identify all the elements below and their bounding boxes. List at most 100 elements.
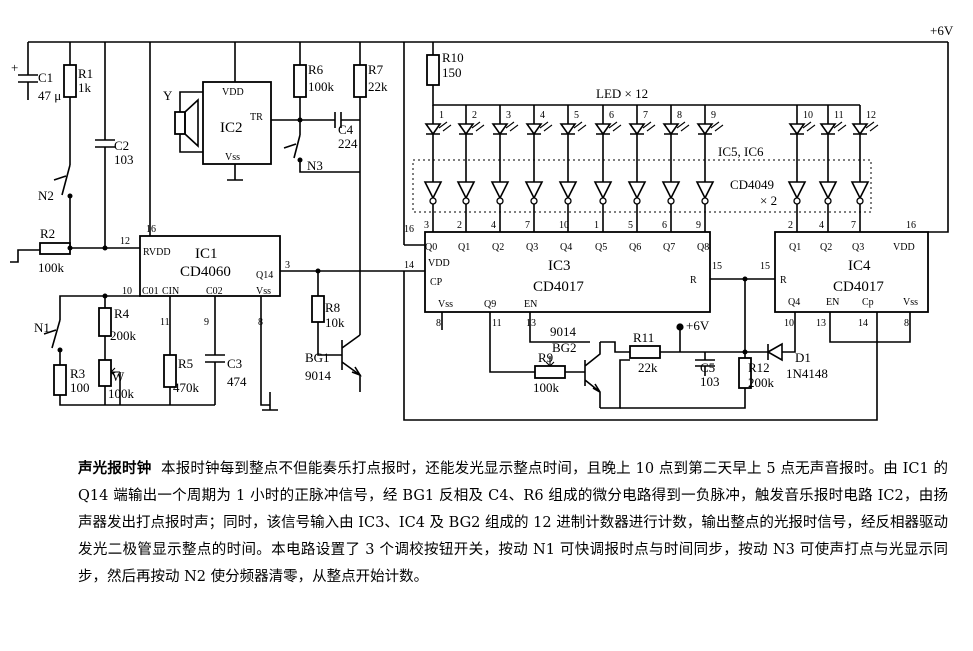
led-number: 12 — [866, 110, 876, 121]
svg-text:TR: TR — [250, 112, 263, 123]
c4-capacitor: C4 224 — [300, 112, 360, 151]
led-column: 6 — [593, 105, 622, 232]
svg-text:CIN: CIN — [162, 286, 179, 297]
output-label: Q8 — [697, 242, 709, 253]
r11-resistor: +6V R11 22k — [600, 318, 710, 375]
svg-text:100k: 100k — [308, 79, 335, 94]
svg-text:Y: Y — [163, 88, 173, 103]
output-pin: 3 — [424, 220, 429, 231]
svg-text:R2: R2 — [40, 226, 55, 241]
n3-switch: N3 — [283, 120, 360, 173]
svg-text:VDD: VDD — [222, 87, 244, 98]
svg-text:Q14: Q14 — [256, 270, 273, 281]
svg-text:Q9: Q9 — [484, 299, 496, 310]
led-number: 7 — [643, 110, 648, 121]
svg-text:N1: N1 — [34, 320, 50, 335]
svg-text:R3: R3 — [70, 366, 85, 381]
svg-text:C02: C02 — [206, 286, 223, 297]
c3-capacitor: C3 474 — [205, 296, 247, 405]
svg-text:C1: C1 — [38, 70, 53, 85]
output-pin: 1 — [594, 220, 599, 231]
svg-text:12: 12 — [120, 236, 130, 247]
svg-text:200k: 200k — [748, 375, 775, 390]
svg-text:16: 16 — [906, 220, 916, 231]
c5-capacitor: C5 103 — [695, 352, 720, 389]
svg-text:C5: C5 — [700, 360, 715, 375]
svg-text:47 μ: 47 μ — [38, 88, 61, 103]
led-column: 10 — [787, 105, 816, 232]
speaker-icon: Y — [163, 88, 203, 153]
output-pin: 2 — [788, 220, 793, 231]
svg-text:BG1: BG1 — [305, 350, 330, 365]
svg-text:R10: R10 — [442, 50, 464, 65]
r7-resistor: R7 22k — [353, 42, 388, 335]
output-pin: 7 — [525, 220, 530, 231]
circuit-schematic: +6V + C1 47 μ R1 1k C2 103 N2 R2 100k RV… — [10, 23, 954, 421]
supply-label: +6V — [930, 23, 954, 38]
svg-text:10: 10 — [784, 318, 794, 329]
svg-text:150: 150 — [442, 65, 462, 80]
description-body: 本报时钟每到整点不但能奏乐打点报时，还能发光显示整点时间，且晚上 10 点到第二… — [78, 461, 949, 585]
svg-text:R4: R4 — [114, 306, 130, 321]
svg-text:1k: 1k — [78, 80, 92, 95]
output-pin: 6 — [662, 220, 667, 231]
c1-capacitor: + C1 47 μ — [11, 42, 61, 103]
svg-text:22k: 22k — [368, 79, 388, 94]
output-pin: 7 — [851, 220, 856, 231]
svg-text:R8: R8 — [325, 300, 340, 315]
circuit-description: 声光报时钟 本报时钟每到整点不但能奏乐打点报时，还能发光显示整点时间，且晚上 1… — [78, 455, 948, 591]
svg-text:200k: 200k — [110, 328, 137, 343]
led-number: 5 — [574, 110, 579, 121]
svg-text:D1: D1 — [795, 350, 811, 365]
svg-text:16: 16 — [146, 224, 156, 235]
svg-text:224: 224 — [338, 136, 358, 151]
svg-text:C2: C2 — [114, 138, 129, 153]
r4-resistor: R4 200k — [98, 293, 137, 360]
supply-rail: +6V — [28, 23, 954, 233]
svg-text:15: 15 — [760, 261, 770, 272]
output-label: Q1 — [789, 242, 801, 253]
svg-text:R7: R7 — [368, 62, 384, 77]
ic1-chip: RVDD IC1 CD4060 Q14 C01 CIN C02 Vss 12 1… — [120, 42, 290, 406]
led-column: 7 — [627, 105, 656, 232]
led-column: 8 — [661, 105, 690, 232]
svg-text:W: W — [112, 369, 125, 384]
svg-text:C01: C01 — [142, 286, 159, 297]
svg-text:BG2: BG2 — [552, 340, 577, 355]
output-label: Q2 — [820, 242, 832, 253]
svg-text:11: 11 — [160, 317, 170, 328]
led-number: 3 — [506, 110, 511, 121]
led-number: 11 — [834, 110, 844, 121]
r3-resistor: R3 100 — [53, 364, 215, 406]
svg-text:11: 11 — [492, 318, 502, 329]
svg-text:3: 3 — [285, 260, 290, 271]
svg-text:16: 16 — [404, 224, 414, 235]
svg-text:CD4017: CD4017 — [833, 279, 884, 295]
svg-text:10k: 10k — [325, 315, 345, 330]
svg-text:100k: 100k — [533, 380, 560, 395]
svg-text:103: 103 — [114, 152, 134, 167]
d1-diode: D1 1N4148 — [745, 312, 828, 381]
led-column: 4 — [524, 105, 553, 232]
svg-text:Vss: Vss — [256, 286, 271, 297]
svg-text:EN: EN — [826, 297, 839, 308]
svg-text:C3: C3 — [227, 356, 242, 371]
r6-resistor: R6 100k — [271, 42, 335, 123]
svg-text:IC1: IC1 — [195, 246, 218, 262]
svg-text:22k: 22k — [638, 360, 658, 375]
svg-text:R: R — [690, 275, 697, 286]
output-label: Q5 — [595, 242, 607, 253]
output-label: Q0 — [425, 242, 437, 253]
output-pin: 5 — [628, 220, 633, 231]
led-label: LED × 12 — [596, 86, 648, 101]
led-column: 1 — [423, 105, 452, 232]
svg-text:100k: 100k — [38, 260, 65, 275]
svg-text:Q4: Q4 — [788, 297, 800, 308]
led-number: 10 — [803, 110, 813, 121]
output-pin: 2 — [457, 220, 462, 231]
svg-text:CD4017: CD4017 — [533, 279, 584, 295]
led-column: 3 — [490, 105, 519, 232]
svg-text:IC4: IC4 — [848, 258, 871, 274]
bg1-transistor: R8 10k BG1 9014 — [280, 268, 404, 392]
n1-switch: N1 — [34, 295, 140, 365]
